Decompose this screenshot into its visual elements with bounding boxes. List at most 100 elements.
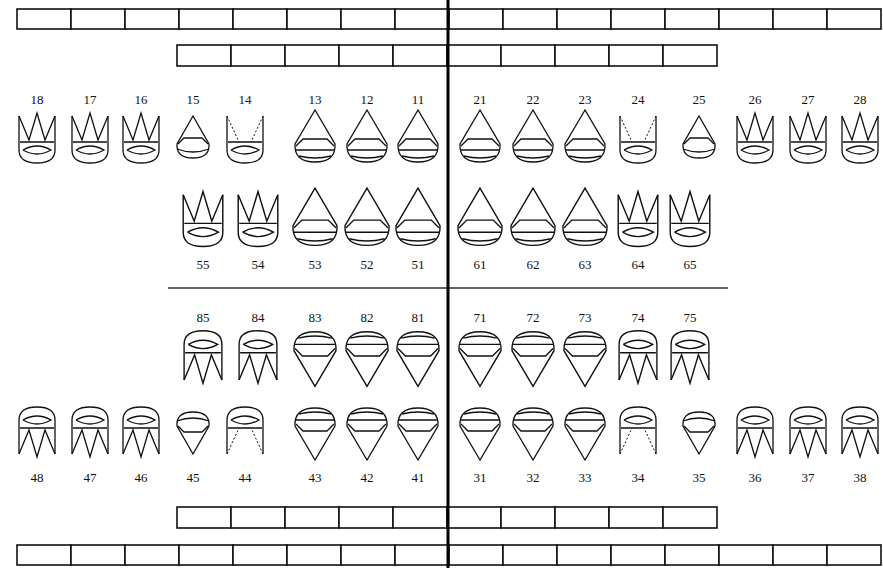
tooth-number: 46 <box>135 471 148 485</box>
tooth-line <box>790 116 826 163</box>
record-box <box>447 45 501 66</box>
tooth-symbol <box>563 188 607 245</box>
tooth-line <box>238 195 278 247</box>
tooth-symbol <box>177 412 209 454</box>
tooth-number: 53 <box>309 258 322 272</box>
midline <box>447 0 450 568</box>
record-box <box>665 545 719 565</box>
tooth-line <box>672 340 708 353</box>
tooth-line <box>565 110 605 162</box>
tooth-line <box>293 220 337 241</box>
tooth-symbol <box>177 116 209 158</box>
tooth-number: 45 <box>187 471 200 485</box>
tooth-number: 52 <box>361 258 374 272</box>
tooth-number: 37 <box>802 471 815 485</box>
tooth-symbol <box>459 332 501 387</box>
tooth-line <box>184 223 221 236</box>
tooth-line <box>563 220 607 241</box>
tooth-line <box>240 340 276 353</box>
tooth-line <box>620 340 656 353</box>
tooth-line <box>842 407 878 454</box>
tooth-line <box>227 428 263 454</box>
tooth-symbol <box>227 116 263 163</box>
tooth-number: 24 <box>632 93 645 107</box>
tooth-line <box>460 408 500 460</box>
record-box <box>125 9 179 29</box>
record-box <box>609 507 663 528</box>
tooth-line <box>737 113 773 140</box>
tooth-number: 33 <box>579 471 592 485</box>
tooth-number: 63 <box>579 258 592 272</box>
tooth-line <box>72 116 108 163</box>
record-box <box>449 9 503 29</box>
tooth-symbol <box>683 412 715 454</box>
record-box <box>339 45 393 66</box>
tooth-line <box>346 336 388 356</box>
tooth-line <box>239 331 277 380</box>
tooth-line <box>177 418 209 432</box>
tooth-symbol <box>346 332 388 387</box>
tooth-line <box>513 408 553 460</box>
tooth-line <box>19 113 55 140</box>
tooth-line <box>295 408 335 460</box>
tooth-line <box>123 430 159 457</box>
tooth-line <box>19 407 55 454</box>
tooth-line <box>565 408 605 460</box>
tooth-symbol <box>619 331 657 384</box>
tooth-number: 41 <box>412 471 425 485</box>
tooth-line <box>73 416 107 428</box>
tooth-line <box>671 331 709 380</box>
tooth-line <box>621 142 655 154</box>
tooth-number: 21 <box>474 93 487 107</box>
record-box <box>71 545 125 565</box>
record-box <box>557 9 611 29</box>
tooth-symbol <box>565 110 605 162</box>
tooth-line <box>295 139 335 158</box>
tooth-symbol <box>72 113 108 163</box>
record-box <box>231 45 285 66</box>
tooth-symbol <box>398 408 438 460</box>
tooth-number: 44 <box>239 471 252 485</box>
tooth-line <box>620 428 656 454</box>
record-box <box>555 45 609 66</box>
tooth-line <box>227 116 263 163</box>
tooth-symbol <box>460 408 500 460</box>
tooth-line <box>737 116 773 163</box>
tooth-number: 34 <box>632 471 645 485</box>
tooth-line <box>72 430 108 457</box>
tooth-symbol <box>238 192 278 247</box>
tooth-number: 26 <box>749 93 762 107</box>
record-box <box>611 9 665 29</box>
tooth-line <box>621 416 655 428</box>
record-box <box>177 45 231 66</box>
tooth-line <box>511 188 555 245</box>
tooth-symbol <box>347 110 387 162</box>
tooth-line <box>620 116 656 163</box>
tooth-number: 48 <box>31 471 44 485</box>
tooth-line <box>459 336 501 356</box>
tooth-symbol <box>842 407 878 457</box>
record-box <box>393 45 447 66</box>
tooth-line <box>228 142 262 154</box>
tooth-symbol <box>737 113 773 163</box>
tooth-number: 16 <box>135 93 148 107</box>
tooth-line <box>563 188 607 245</box>
tooth-line <box>458 188 502 245</box>
tooth-number: 62 <box>527 258 540 272</box>
tooth-line <box>738 142 772 154</box>
tooth-line <box>842 116 878 163</box>
tooth-number: 38 <box>854 471 867 485</box>
tooth-line <box>347 139 387 158</box>
tooth-line <box>124 142 158 154</box>
record-box <box>447 507 501 528</box>
tooth-line <box>20 142 54 154</box>
record-box <box>663 45 717 66</box>
tooth-line <box>123 113 159 140</box>
tooth-symbol <box>19 407 55 457</box>
tooth-line <box>347 110 387 162</box>
tooth-line <box>20 416 54 428</box>
record-box <box>557 545 611 565</box>
record-box <box>71 9 125 29</box>
tooth-line <box>183 192 223 222</box>
